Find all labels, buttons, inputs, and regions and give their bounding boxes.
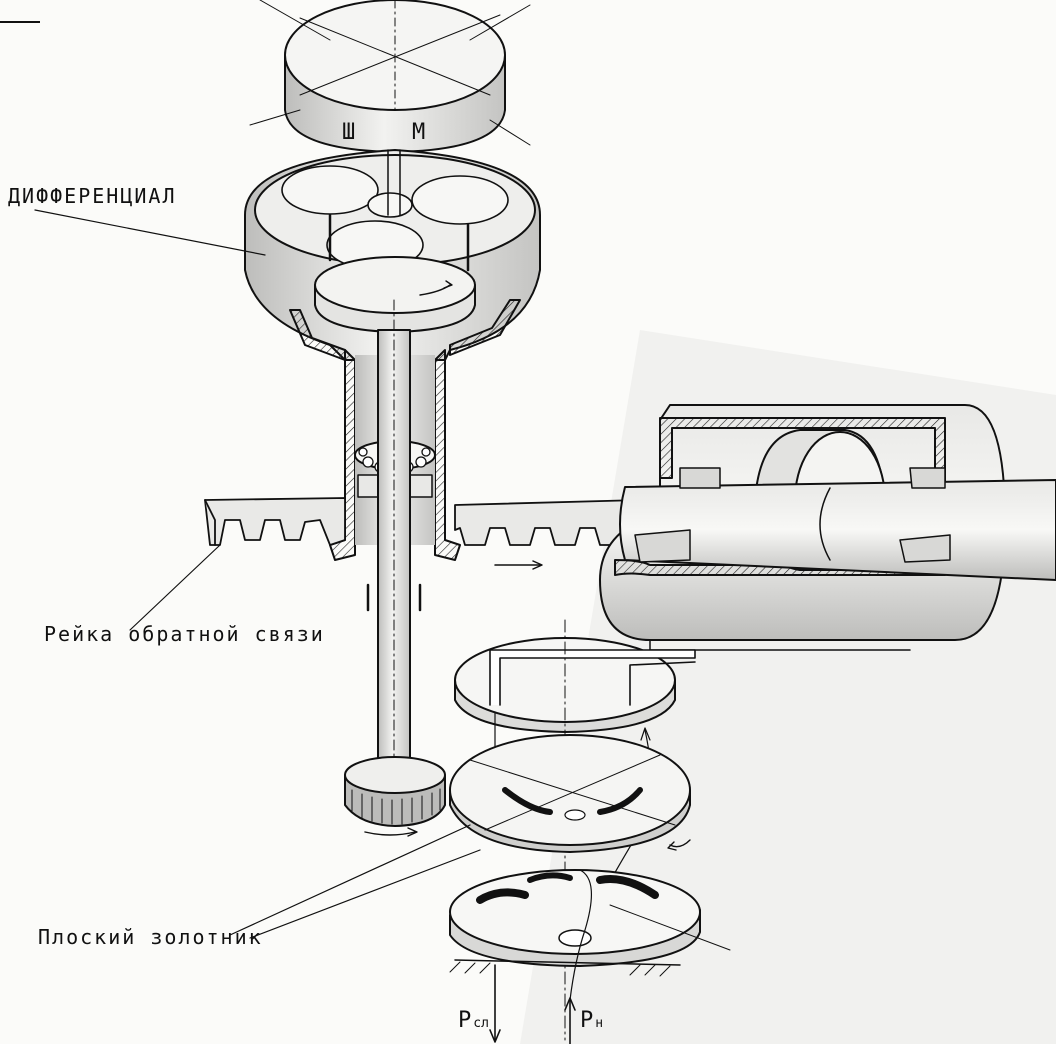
pressure-arrows (489, 869, 593, 1044)
sleeve-column (329, 299, 461, 791)
servo-cylinder (599, 404, 1056, 651)
ink-drawing (34, 0, 1056, 1044)
label-m: М (412, 120, 428, 145)
differential-housing (244, 149, 541, 361)
label-feedback-rack: Рейка обратной связи (44, 622, 325, 646)
label-p-n: Pн (580, 1008, 603, 1033)
planet-gears (281, 165, 509, 270)
label-differential: ДИФФЕРЕНЦИАЛ (8, 184, 177, 208)
p-n-subscript: н (595, 1016, 604, 1031)
top-disk (249, 0, 531, 153)
feedback-rack (204, 497, 641, 570)
valve-upper-plate (454, 619, 696, 1041)
drive-gear (344, 756, 446, 837)
p-sl-letter: P (458, 1008, 474, 1033)
valve-base-plate (449, 869, 731, 977)
p-n-letter: P (580, 1008, 596, 1033)
leader-lines (34, 209, 481, 939)
label-flat-valve: Плоский золотник (38, 925, 263, 949)
valve-rotating-disk (449, 734, 691, 853)
label-p-sl: Pсл (458, 1008, 489, 1033)
p-sl-subscript: сл (473, 1016, 489, 1031)
label-sh: Ш (342, 120, 358, 145)
